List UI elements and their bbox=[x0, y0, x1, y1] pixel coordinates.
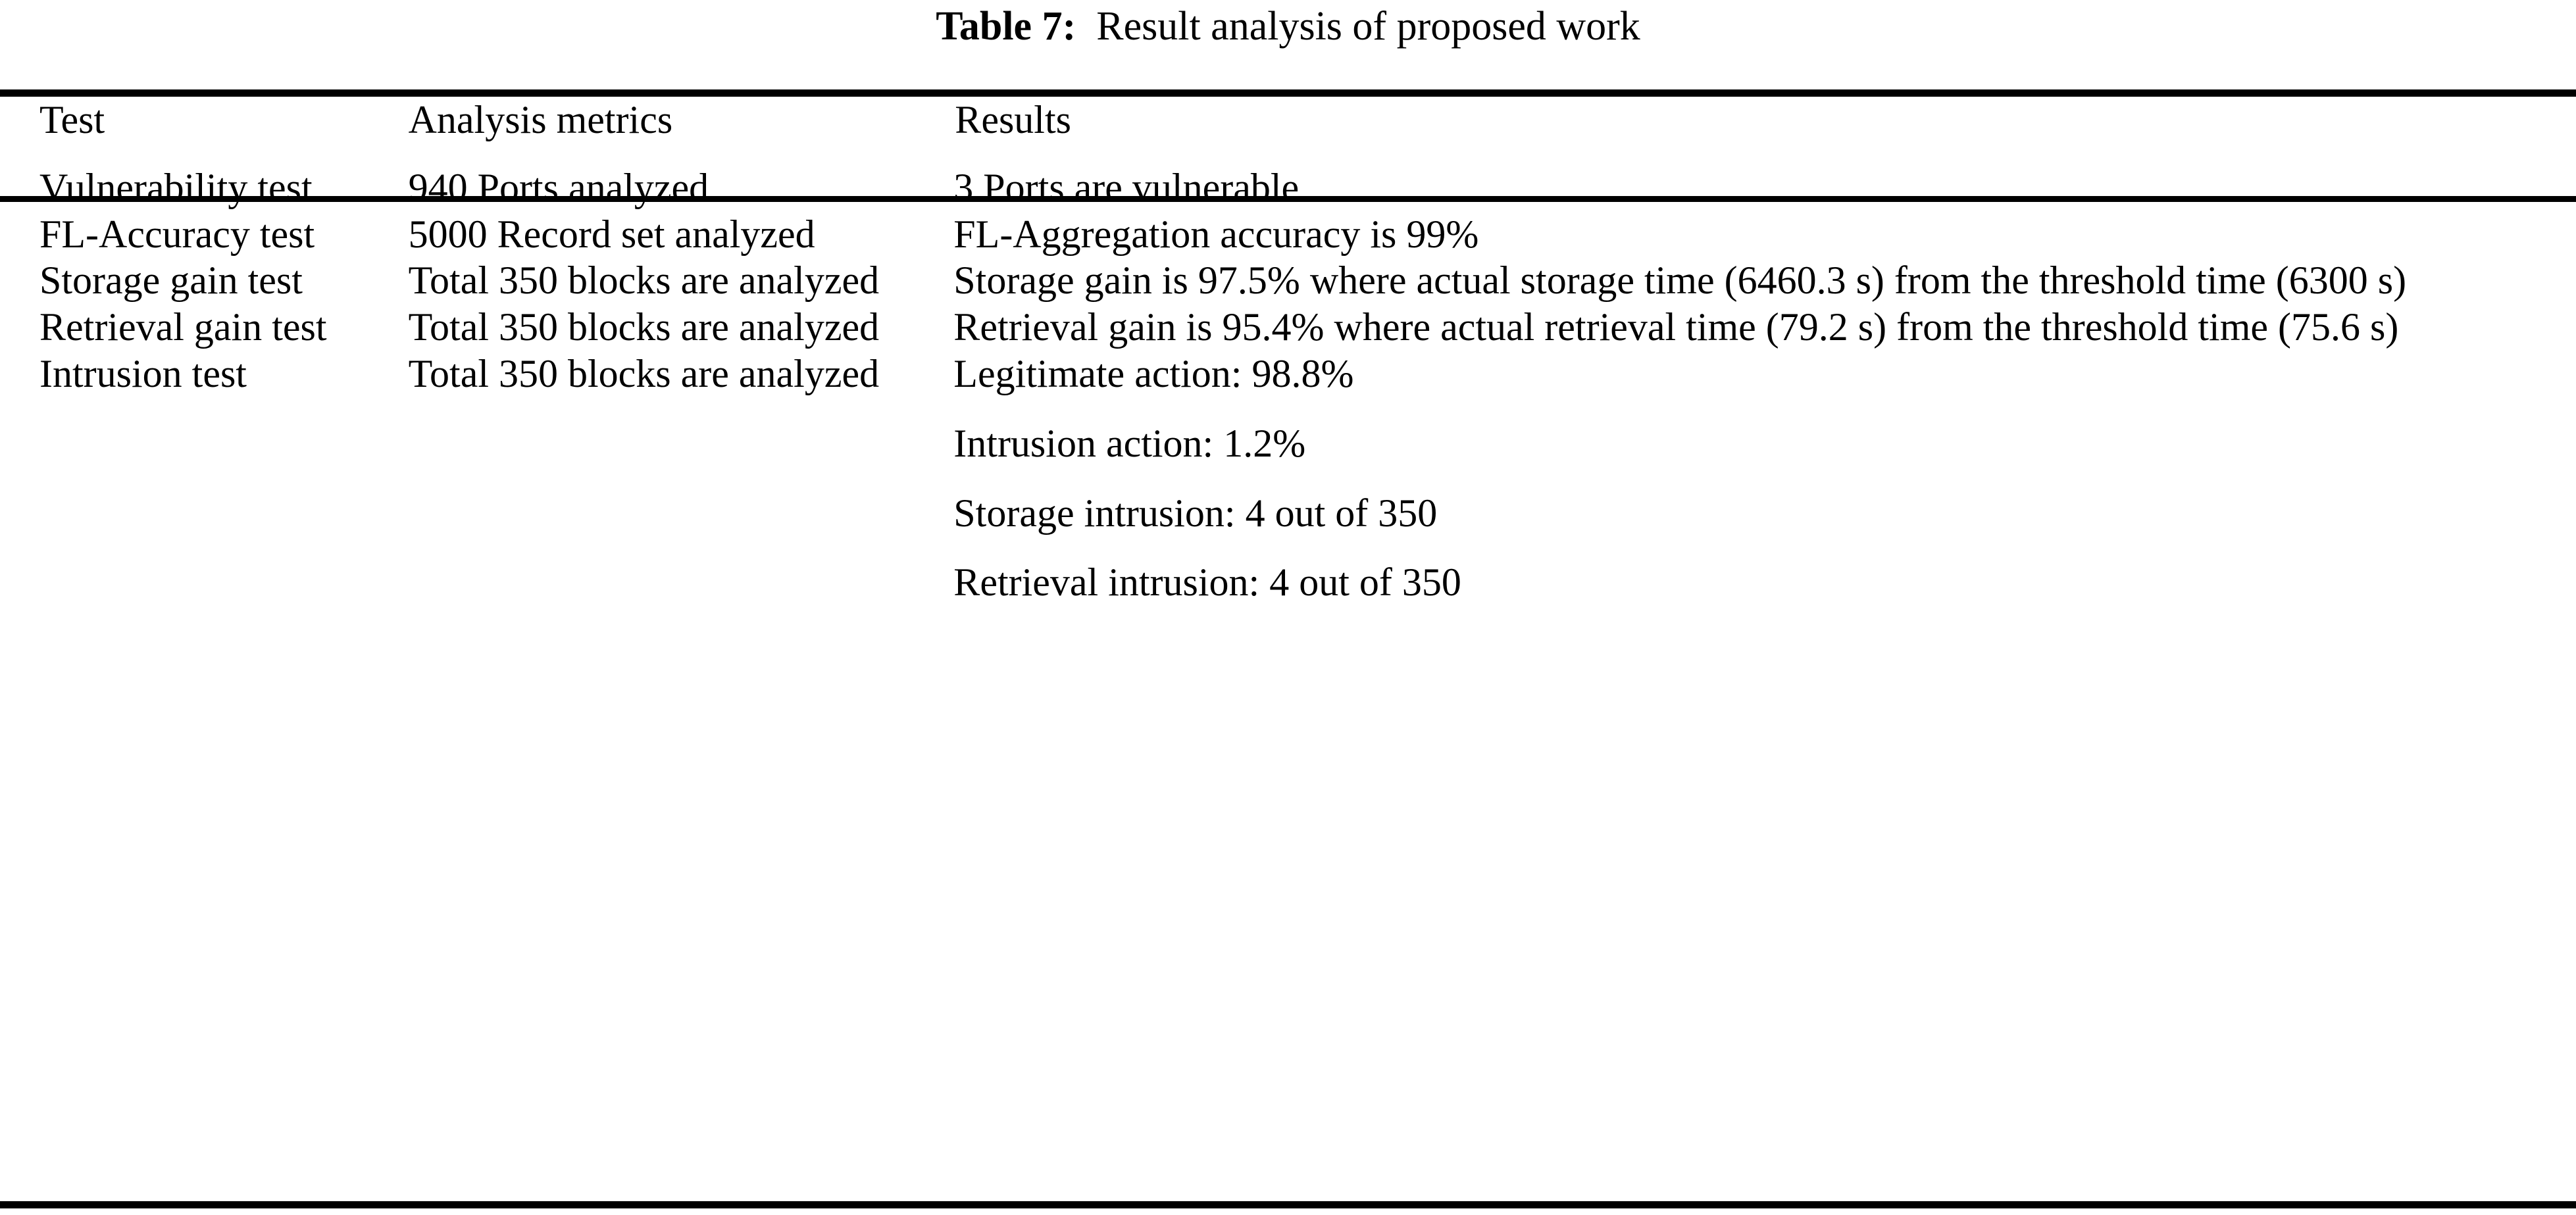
table-row: FL-Accuracy test 5000 Record set analyze… bbox=[0, 211, 2576, 258]
cell-results: Storage gain is 97.5% where actual stora… bbox=[915, 257, 2576, 304]
cell-results: Legitimate action: 98.8% Intrusion actio… bbox=[915, 351, 2576, 632]
result-line: Retrieval intrusion: 4 out of 350 bbox=[953, 560, 1461, 605]
cell-test: FL-Accuracy test bbox=[39, 212, 315, 256]
table-caption-label: Table 7: bbox=[936, 4, 1076, 49]
column-header-metrics: Analysis metrics bbox=[408, 98, 673, 141]
cell-metrics: Total 350 blocks are analyzed bbox=[408, 305, 880, 349]
column-header-results: Results bbox=[955, 98, 1071, 141]
cell-metrics: 940 Ports analyzed bbox=[408, 165, 709, 209]
table-header-rule bbox=[0, 196, 2576, 202]
result-line: 3 Ports are vulnerable bbox=[953, 165, 1300, 209]
result-line: Storage gain is 97.5% where actual stora… bbox=[953, 259, 2407, 303]
result-line: Intrusion action: 1.2% bbox=[953, 421, 1306, 465]
table-caption-text: Result analysis of proposed work bbox=[1096, 4, 1640, 49]
result-line: Storage intrusion: 4 out of 350 bbox=[953, 491, 1438, 535]
result-line: Legitimate action: 98.8% bbox=[953, 351, 1354, 395]
table-bottom-rule bbox=[0, 1201, 2576, 1208]
table-row: Retrieval gain test Total 350 blocks are… bbox=[0, 304, 2576, 351]
cell-test: Storage gain test bbox=[39, 259, 303, 303]
table-row: Intrusion test Total 350 blocks are anal… bbox=[0, 351, 2576, 632]
cell-metrics: 5000 Record set analyzed bbox=[408, 212, 815, 256]
cell-metrics: Total 350 blocks are analyzed bbox=[408, 259, 880, 303]
result-line: Retrieval gain is 95.4% where actual ret… bbox=[953, 305, 2399, 349]
cell-results: 3 Ports are vulnerable bbox=[915, 143, 2576, 211]
table-caption: Table 7: Result analysis of proposed wor… bbox=[0, 4, 2576, 49]
cell-test: Retrieval gain test bbox=[39, 305, 327, 349]
table-header-row-group: Test Analysis metrics Results bbox=[0, 97, 2576, 143]
table-row: Storage gain test Total 350 blocks are a… bbox=[0, 257, 2576, 304]
cell-results: FL-Aggregation accuracy is 99% bbox=[915, 211, 2576, 258]
cell-test: Vulnerability test bbox=[39, 165, 313, 209]
cell-test: Intrusion test bbox=[39, 351, 247, 395]
column-header-test: Test bbox=[39, 98, 105, 141]
table-header-row: Test Analysis metrics Results bbox=[0, 97, 2576, 143]
cell-results: Retrieval gain is 95.4% where actual ret… bbox=[915, 304, 2576, 351]
cell-metrics: Total 350 blocks are analyzed bbox=[408, 351, 880, 395]
result-line: FL-Aggregation accuracy is 99% bbox=[953, 212, 1479, 256]
table-row: Vulnerability test 940 Ports analyzed 3 … bbox=[0, 143, 2576, 211]
table-body: Vulnerability test 940 Ports analyzed 3 … bbox=[0, 143, 2576, 632]
result-analysis-table: Test Analysis metrics Results Vulnerabil… bbox=[0, 97, 2576, 632]
table-top-rule bbox=[0, 89, 2576, 97]
